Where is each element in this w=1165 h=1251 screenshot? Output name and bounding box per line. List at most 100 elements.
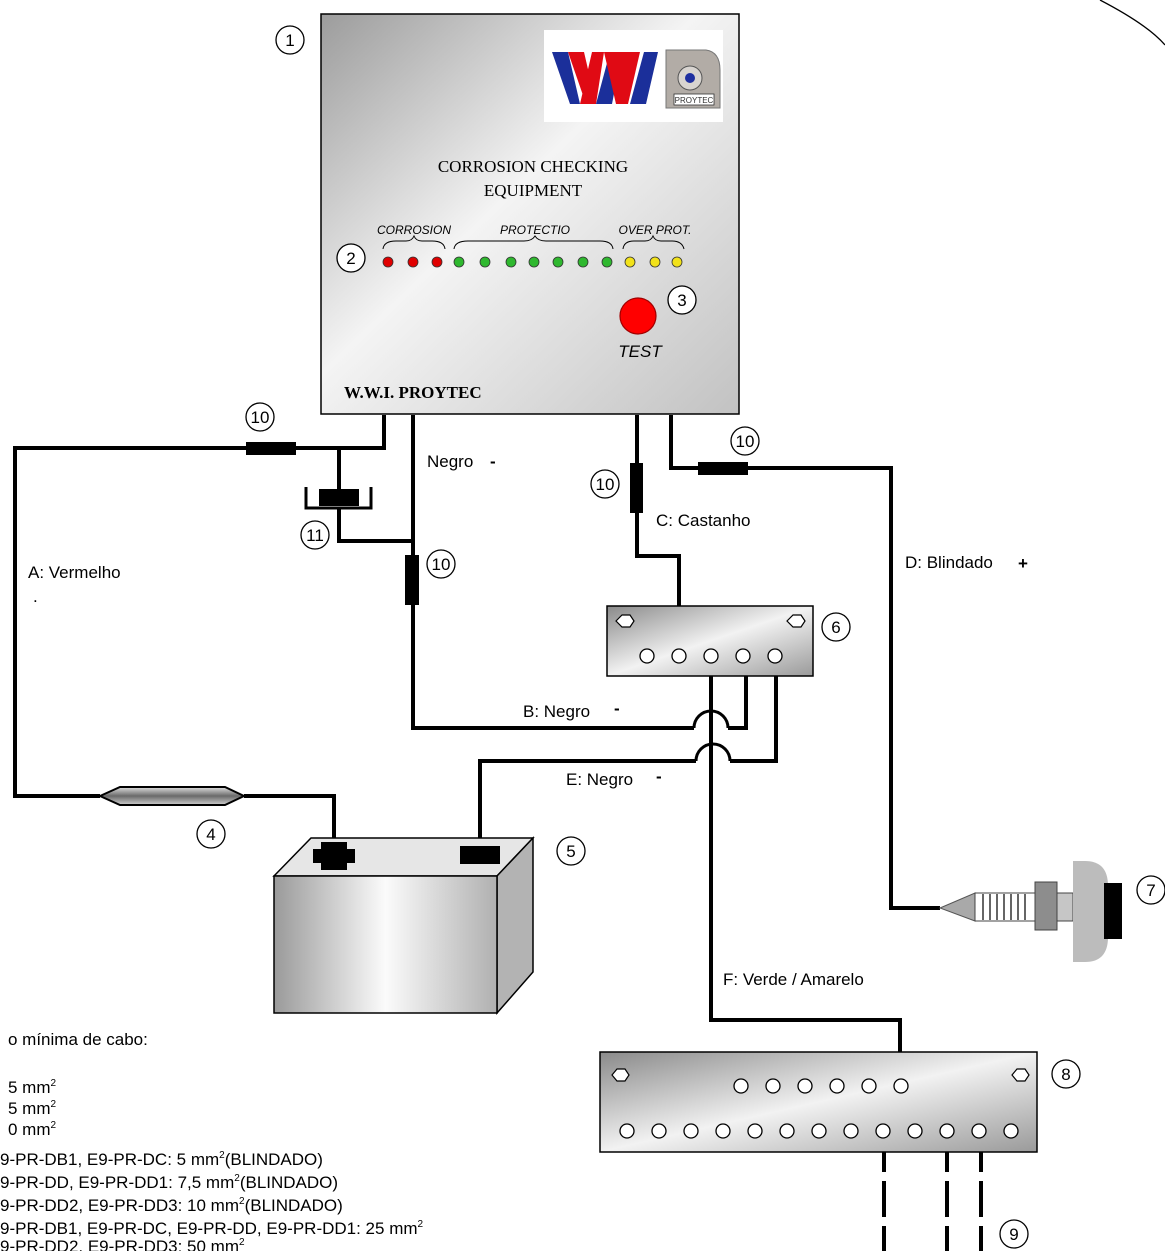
callout-6: 6: [821, 612, 851, 642]
earth-hole-lower: [779, 1123, 795, 1139]
brace-overprot: [622, 234, 685, 250]
earth-hole-upper: [797, 1078, 813, 1094]
led-yellow-13: [671, 256, 683, 268]
note-line-8: 9-PR-DD2, E9-PR-DD3: 50 mm: [0, 1237, 239, 1251]
note-line-1: 5 mm: [8, 1078, 51, 1097]
svg-text:6: 6: [831, 618, 840, 637]
earth-bar: [599, 1051, 1038, 1153]
wire-label-e: E: Negro: [566, 770, 633, 789]
callout-10-a: 10: [245, 402, 275, 432]
led-green-5: [479, 256, 491, 268]
svg-text:9-PR-DD, E9-PR-DD1: 7,5 mm2(BL: 9-PR-DD, E9-PR-DD1: 7,5 mm2(BLINDADO): [0, 1173, 338, 1192]
led-red-1: [382, 256, 394, 268]
connector-b: [405, 555, 419, 605]
wire-label-negro: Negro: [427, 452, 473, 471]
svg-text:3: 3: [677, 291, 686, 310]
corrosion-checking-equipment: PROYTEC CORROSION CHECKING EQUIPMENT COR…: [320, 13, 740, 415]
svg-text:10: 10: [432, 555, 451, 574]
svg-text:9-PR-DD2, E9-PR-DD3: 10 mm2(BL: 9-PR-DD2, E9-PR-DD3: 10 mm2(BLINDADO): [0, 1196, 343, 1215]
vw-logo: [552, 52, 658, 104]
earth-hole-lower: [715, 1123, 731, 1139]
equipment-title-line2: EQUIPMENT: [484, 181, 583, 200]
led-label-overprot: OVER PROT.: [619, 223, 692, 237]
svg-text:9-PR-DB1, E9-PR-DC, E9-PR-DD,: 9-PR-DB1, E9-PR-DC, E9-PR-DD, E9-PR-DD1:…: [0, 1219, 424, 1238]
svg-text:5 mm2: 5 mm2: [8, 1078, 57, 1097]
notes-header: o mínima de cabo:: [8, 1030, 148, 1049]
svg-text:8: 8: [1061, 1065, 1070, 1084]
led-label-corrosion: CORROSION: [377, 223, 451, 237]
callout-5: 5: [556, 836, 586, 866]
led-green-7: [528, 256, 540, 268]
earth-hole-lower: [683, 1123, 699, 1139]
connector-d: [698, 462, 748, 475]
item-11-component: [304, 487, 373, 510]
led-green-6: [505, 256, 517, 268]
led-green-8: [552, 256, 564, 268]
wire-a-red: [13, 415, 386, 848]
callout-2: 2: [336, 243, 366, 273]
wire-branch-11: [337, 448, 413, 543]
svg-text:10: 10: [596, 475, 615, 494]
svg-text:4: 4: [206, 825, 215, 844]
svg-text:9: 9: [1009, 1225, 1018, 1244]
earth-hole-lower: [1003, 1123, 1019, 1139]
wire-label-f: F: Verde / Amarelo: [723, 970, 864, 989]
equipment-title-line1: CORROSION CHECKING: [438, 157, 628, 176]
wire-label-d: D: Blindado: [905, 553, 993, 572]
earth-hole-lower: [747, 1123, 763, 1139]
earth-hole-upper: [765, 1078, 781, 1094]
led-green-4: [453, 256, 465, 268]
wire-label-a: A: Vermelho: [28, 563, 121, 582]
earth-bar-lower-holes: [619, 1123, 1019, 1139]
page-edge-arc: [1099, 0, 1165, 46]
callout-7: 7: [1136, 875, 1165, 905]
brand-label: W.W.I. PROYTEC: [344, 383, 482, 402]
wire-label-c: C: Castanho: [656, 511, 751, 530]
cable-notes: o mínima de cabo: 5 mm2 5 mm2 0 mm2 9-PR…: [0, 1030, 424, 1251]
svg-text:1: 1: [285, 31, 294, 50]
svg-text:7: 7: [1146, 881, 1155, 900]
fuse-holder: [97, 786, 247, 806]
svg-text:5: 5: [566, 842, 575, 861]
svg-text:2: 2: [346, 249, 355, 268]
plus-sign-d: +: [1018, 554, 1028, 573]
earth-hole-upper: [861, 1078, 877, 1094]
note-line-7: 9-PR-DB1, E9-PR-DC, E9-PR-DD, E9-PR-DD1:…: [0, 1219, 418, 1238]
wire-label-dot: .: [33, 587, 38, 606]
connector-a: [246, 442, 296, 455]
callout-11: 11: [300, 520, 330, 550]
minus-sign-e: -: [656, 767, 662, 786]
note-line-3: 0 mm: [8, 1120, 51, 1139]
note-line-2: 5 mm: [8, 1099, 51, 1118]
callout-1: 1: [275, 25, 305, 55]
led-label-protection: PROTECTIO: [500, 223, 570, 237]
led-green-10: [601, 256, 613, 268]
battery-negative-terminal: [460, 846, 500, 864]
callout-3: 3: [667, 285, 697, 315]
svg-text:9-PR-DB1, E9-PR-DC: 5 mm2(BLIN: 9-PR-DB1, E9-PR-DC: 5 mm2(BLINDADO): [0, 1150, 323, 1169]
wire-e-negro: [478, 650, 778, 852]
test-label: TEST: [618, 342, 663, 361]
callout-4: 4: [196, 819, 226, 849]
svg-text:10: 10: [736, 432, 755, 451]
led-green-9: [577, 256, 589, 268]
svg-text:5 mm2: 5 mm2: [8, 1099, 57, 1118]
test-button[interactable]: [619, 297, 657, 335]
proytec-logo-text: PROYTEC: [675, 96, 714, 105]
callout-9: 9: [999, 1219, 1029, 1249]
earth-hole-lower: [651, 1123, 667, 1139]
led-yellow-11: [624, 256, 636, 268]
note-line-4: 9-PR-DB1, E9-PR-DC: 5 mm: [0, 1150, 219, 1169]
wire-label-b: B: Negro: [523, 702, 590, 721]
led-indicator-row: [382, 256, 683, 268]
earth-hole-upper: [893, 1078, 909, 1094]
earth-hole-lower: [971, 1123, 987, 1139]
ground-rod-wires: [882, 1136, 983, 1251]
reference-electrode: [938, 861, 1122, 962]
wire-d-blindado: [669, 415, 940, 910]
connector-c: [630, 463, 643, 513]
led-yellow-12: [649, 256, 661, 268]
led-red-3: [431, 256, 443, 268]
earth-hole-lower: [939, 1123, 955, 1139]
svg-text:9-PR-DD2, E9-PR-DD3: 50 mm2: 9-PR-DD2, E9-PR-DD3: 50 mm2: [0, 1237, 245, 1251]
